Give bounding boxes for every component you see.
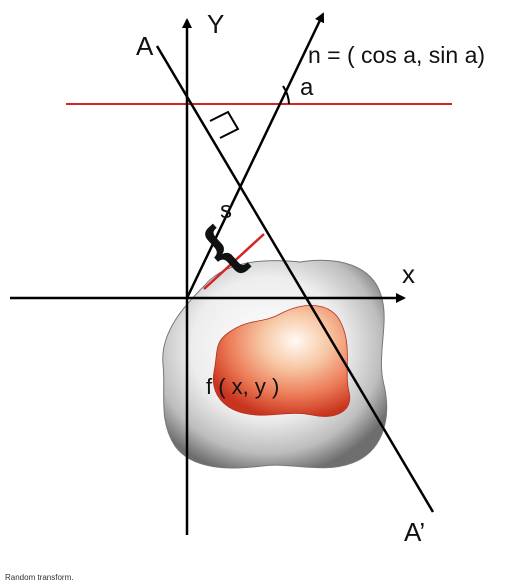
y-axis-label: Y [207,9,224,39]
distance-label: s [220,197,232,224]
function-label: f ( x, y ) [206,374,279,399]
distance-segment [203,233,265,290]
normal-vector-label: n = ( cos a, sin a) [308,42,485,68]
angle-arc [282,85,290,105]
line-start-label: A [136,31,154,61]
x-axis-label: x [402,259,415,289]
angle-label: a [300,74,314,101]
figure-caption: Random transform. [5,573,74,582]
normal-vector-arrow [185,12,325,299]
object-inner-region [212,305,351,417]
line-end-label: A’ [404,517,425,547]
right-angle-marker [209,110,240,139]
projection-line [155,45,435,513]
